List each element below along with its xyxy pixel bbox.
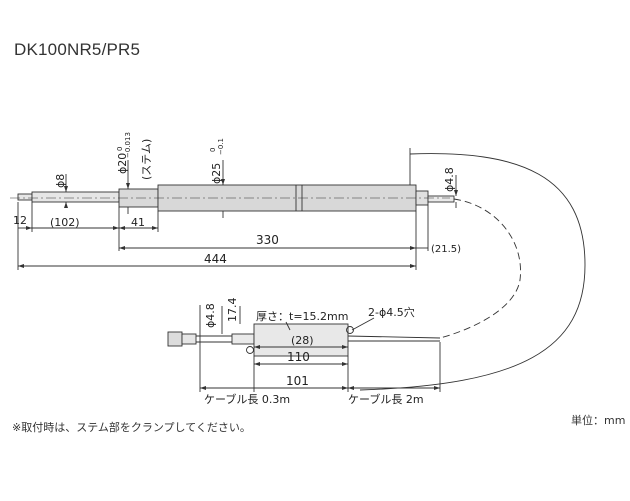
dim-101: 101 bbox=[286, 374, 309, 388]
dim-phi20: ϕ20 bbox=[116, 153, 129, 174]
dim-phi48-box: ϕ4.8 bbox=[204, 303, 217, 328]
dim-phi25-tol-upper: 0 bbox=[209, 148, 217, 152]
label-holes: 2-ϕ4.5穴 bbox=[368, 305, 415, 319]
dim-28: (28) bbox=[291, 334, 314, 347]
label-cable-2: ケーブル長 2m bbox=[348, 392, 424, 406]
dim-phi25: ϕ25 bbox=[210, 163, 223, 184]
dim-21-5: (21.5) bbox=[431, 244, 461, 255]
label-cable-03: ケーブル長 0.3m bbox=[204, 392, 290, 406]
dim-phi48-probe: ϕ4.8 bbox=[443, 167, 456, 192]
mount-hole-right bbox=[346, 326, 354, 334]
drawing-title: DK100NR5/PR5 bbox=[14, 40, 141, 59]
dim-phi20-tol-upper: 0 bbox=[116, 147, 124, 151]
cable-dashed-section bbox=[439, 198, 521, 339]
dim-phi20-tol-lower: −0.013 bbox=[124, 132, 132, 158]
mount-hole-left bbox=[246, 346, 254, 354]
dim-102: (102) bbox=[50, 216, 80, 229]
mounting-note: ※取付時は、ステム部をクランプしてください。 bbox=[12, 421, 251, 434]
unit-label: 単位：mm bbox=[571, 414, 626, 427]
dim-17-4: 17.4 bbox=[226, 298, 239, 323]
dim-330: 330 bbox=[256, 233, 279, 247]
dim-12: 12 bbox=[13, 214, 27, 227]
spindle-tip bbox=[17, 193, 33, 201]
cable-loop bbox=[359, 153, 586, 391]
dim-41: 41 bbox=[131, 216, 145, 229]
dim-110: 110 bbox=[287, 350, 310, 364]
dim-444: 444 bbox=[204, 252, 227, 266]
label-thickness: 厚さ：t=15.2mm bbox=[256, 310, 348, 323]
dim-phi25-tol-lower: −0.1 bbox=[217, 138, 225, 155]
cable-outlet bbox=[427, 195, 455, 203]
connector-plug bbox=[167, 331, 183, 347]
spindle bbox=[31, 191, 120, 203]
amplifier-box bbox=[253, 323, 349, 357]
dim-phi8: ϕ8 bbox=[54, 174, 67, 188]
dim-stem: (ステム) bbox=[140, 139, 153, 180]
